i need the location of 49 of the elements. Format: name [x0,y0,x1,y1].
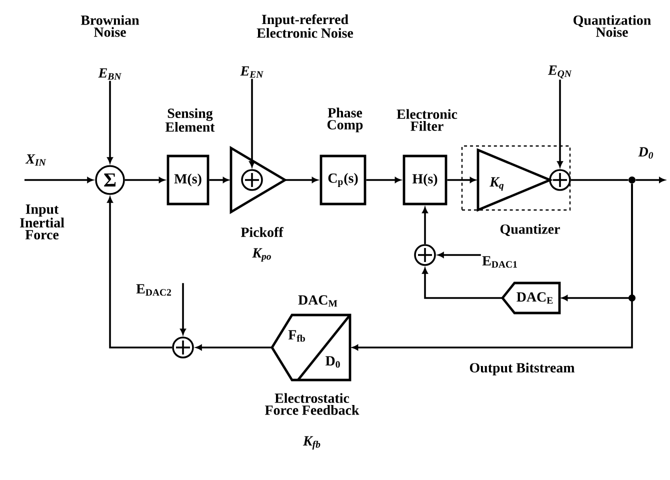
arrow [438,252,481,258]
gain-label: K$_{q}$ [490,177,504,191]
arrow [285,177,318,183]
block-heading: Sensing Element [165,108,215,132]
node-label: Electrostatic Force Feedback [265,393,360,415]
arrow [209,177,229,183]
arrow [352,184,633,350]
summing-junction [414,244,436,266]
arrow [557,80,563,168]
arrow [422,268,502,299]
signal-label: E$_{EN}$ [240,66,264,78]
junction-dot [628,176,636,184]
arrow [249,78,255,168]
block-box: H(s) [402,154,448,206]
node-label: Quantization Noise [574,15,651,37]
node-label: Input Inertial Force [20,204,64,240]
block-heading: Phase Comp [327,108,363,132]
node-label: Brownian Noise [80,15,140,37]
summing-junction: Σ [95,165,125,195]
signal-label: D$_{0}$ [638,147,654,159]
edge-label: Output Bitstream [468,362,576,376]
arrow [107,80,113,164]
node-label: K$_{fb}$ [302,436,320,450]
summing-junction [549,169,571,191]
summing-junction [172,336,194,358]
summing-junction [241,169,263,191]
block-box: M(s) [166,154,210,206]
block-heading: DAC$_{M}$ [298,295,338,307]
arrow [196,344,272,350]
dac-block: F$_{fb}$ D$_{0}$ [270,314,352,382]
signal-label: E$_{BN}$ [98,68,122,80]
arrow [422,207,428,244]
signal-label: E$_{DAC2}$ [136,284,171,296]
arrow [107,196,172,348]
node-label: K$_{po}$ [252,248,271,262]
block-heading: Electronic Filter [396,109,458,131]
arrow [636,177,665,183]
arrow [366,177,401,183]
block-heading: Quantizer [500,224,560,236]
arrow [124,177,165,183]
arrow [180,283,186,335]
node-label: Pickoff [240,227,284,237]
node-label: Input-referred Electronic Noise [256,14,354,38]
signal-label: E$_{DAC1}$ [482,256,517,268]
arrow [24,177,94,183]
arrow [447,177,476,183]
signal-label: E$_{QN}$ [548,66,572,78]
signal-label: X$_{IN}$ [25,154,46,166]
block-box: C$_{p}$(s) [320,154,366,206]
